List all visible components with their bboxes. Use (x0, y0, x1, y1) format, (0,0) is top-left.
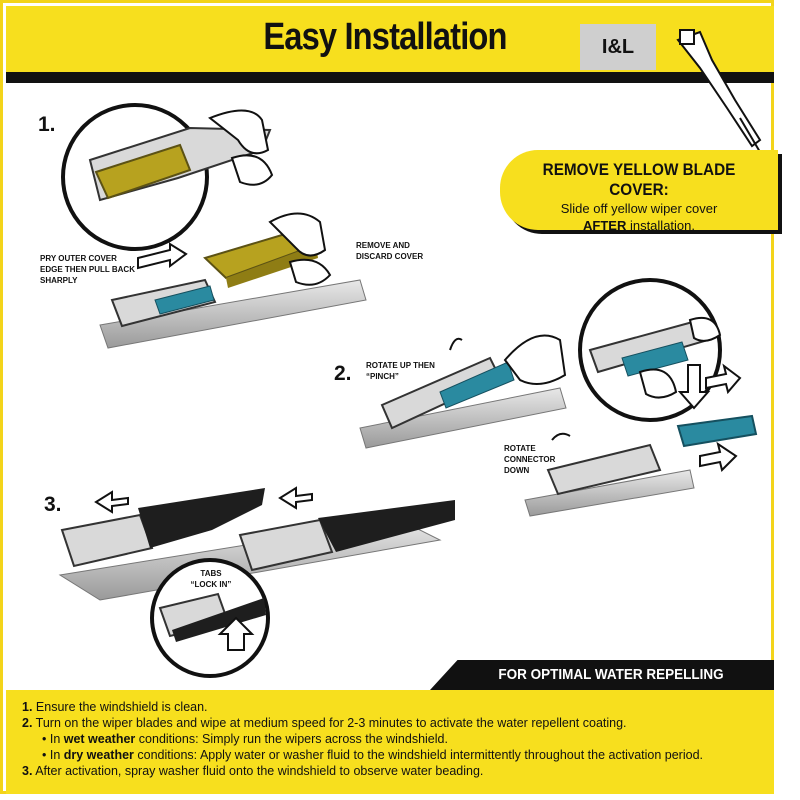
results-banner: FOR OPTIMAL WATER REPELLING RESULTS: (430, 660, 774, 690)
remove-cover-line1: Slide off yellow wiper cover (560, 201, 718, 216)
instruction-bullet: • In dry weather conditions: Apply water… (22, 747, 703, 763)
instruction-text: Ensure the windshield is clean. (32, 700, 208, 714)
callout-rotate-pinch: ROTATE UP THEN “PINCH” (366, 361, 435, 381)
step1-cover-removal (99, 212, 367, 349)
callout-tabs-lock: TABS “LOCK IN” (190, 569, 232, 589)
step2-connector-down (524, 432, 738, 517)
results-banner-text: FOR OPTIMAL WATER REPELLING RESULTS: (498, 666, 724, 683)
instruction-item: 2. Turn on the wiper blades and wipe at … (22, 715, 703, 731)
wiper-arm-icon (676, 29, 762, 153)
instruction-text: After activation, spray washer fluid ont… (32, 764, 484, 778)
instruction-item: 1. Ensure the windshield is clean. (22, 699, 703, 715)
instructions-list: 1. Ensure the windshield is clean. 2. Tu… (22, 699, 703, 779)
step2-rotate-pinch (359, 334, 567, 449)
remove-cover-installation: installation. (626, 218, 695, 233)
instruction-number: 3. (22, 764, 33, 778)
page-title: Easy Installation (263, 16, 507, 58)
header-divider (6, 72, 774, 83)
step1-zoom-circle (61, 103, 274, 251)
callout-pry-cover: PRY OUTER COVER EDGE THEN PULL BACK SHAR… (40, 254, 135, 285)
bullet-text: conditions: Apply water or washer fluid … (133, 748, 703, 762)
callout-rotate-connector: ROTATE CONNECTOR DOWN (504, 444, 556, 475)
bullet-keyword: dry weather (63, 748, 134, 762)
instructions-band (6, 690, 774, 794)
instruction-bullet: • In wet weather conditions: Simply run … (22, 731, 703, 747)
instruction-item: 3. After activation, spray washer fluid … (22, 763, 703, 779)
instruction-number: 1. (22, 700, 33, 714)
bullet-keyword: wet weather (63, 732, 136, 746)
bullet-prefix: • In (42, 748, 64, 762)
brand-badge: I&L (580, 24, 656, 70)
instruction-number: 2. (22, 716, 33, 730)
step2-zoom-circle (578, 278, 758, 448)
step-2-number: 2. (334, 362, 352, 385)
bullet-text: conditions: Simply run the wipers across… (135, 732, 448, 746)
callout-remove-cover: REMOVE AND DISCARD COVER (356, 241, 424, 261)
remove-cover-after: AFTER (583, 218, 627, 233)
remove-cover-callout: REMOVE YELLOW BLADE COVER: Slide off yel… (500, 150, 778, 233)
step-1-number: 1. (38, 113, 56, 136)
step3-zoom-circle (150, 558, 270, 678)
bullet-prefix: • In (42, 732, 64, 746)
step3-install-blade (58, 486, 455, 601)
step-3-number: 3. (44, 493, 62, 516)
instruction-text: Turn on the wiper blades and wipe at med… (32, 716, 627, 730)
remove-cover-line2: AFTER installation. (500, 217, 778, 234)
remove-cover-title: REMOVE YELLOW BLADE COVER: (542, 160, 736, 199)
